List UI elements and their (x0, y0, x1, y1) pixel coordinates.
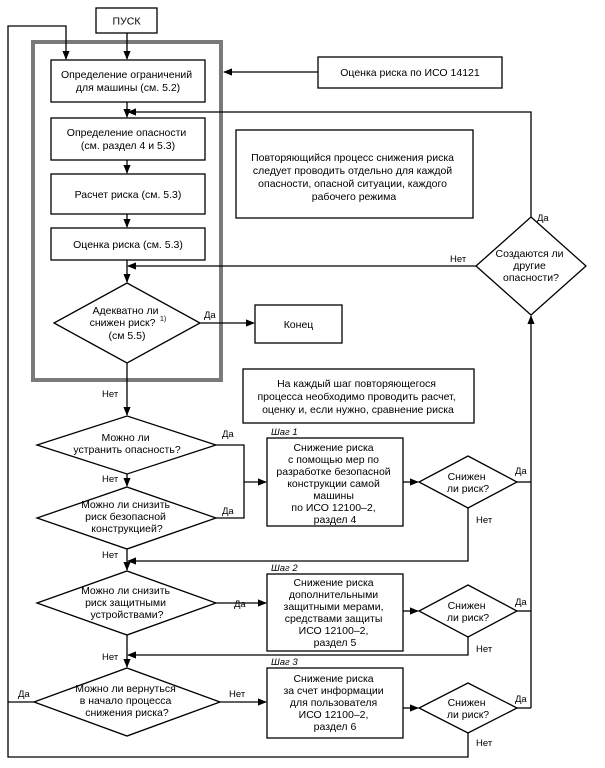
adequate-footnote-mark: 1) (160, 316, 166, 323)
step1-box (266, 437, 404, 527)
reduced1-label: Снижен ли риск? (447, 471, 489, 495)
edge-labels: Да Нет Да Нет Да Нет Да Нет Да Нет Да Не… (18, 213, 549, 749)
step-note-box (242, 368, 475, 424)
step3-label: Снижение риска за счет информации для по… (283, 673, 386, 733)
node-labels: ПУСК Определение ограничений для машины … (61, 16, 567, 734)
new-hazards-decision (475, 216, 587, 316)
design-no-label: Нет (102, 550, 119, 561)
calc-label: Расчет риска (см. 5.3) (75, 189, 182, 201)
evaluate-label: Оценка риска (см. 5.3) (73, 239, 183, 251)
edge-reduced1-no (127, 508, 469, 565)
adequate-no-label: Нет (102, 389, 119, 400)
step3-heading: Шаг 3 (271, 657, 298, 668)
reduced3-label: Снижен ли риск? (447, 697, 489, 721)
edge-design-yes (216, 482, 245, 519)
reduced3-no-label: Нет (476, 738, 493, 749)
step2-heading: Шаг 2 (271, 563, 298, 574)
reduced2-yes-label: Да (515, 597, 527, 608)
reduced2-no-label: Нет (476, 644, 493, 655)
reduced2-label: Снижен ли риск? (447, 600, 489, 624)
step3-box (266, 667, 404, 739)
iterative-note-label: Повторяющийся процесс снижения риска сле… (251, 152, 457, 203)
step1-label: Снижение риска с помощью мер по разработ… (276, 442, 393, 526)
limits-box (50, 59, 206, 103)
iso14121-label: Оценка риска по ИСО 14121 (340, 67, 480, 79)
reduced1-no-label: Нет (476, 515, 493, 526)
return-no-label: Нет (229, 689, 246, 700)
step2-label: Снижение риска дополнительными защитными… (284, 577, 387, 649)
design-yes-label: Да (222, 506, 234, 517)
edge-eliminate-yes (216, 444, 267, 486)
new-hazards-yes-label: Да (537, 213, 549, 224)
return-decision (32, 667, 222, 737)
calc-box (50, 173, 206, 215)
return-label: Можно ли вернуться в начало процесса сни… (75, 683, 178, 719)
step-note-label: На каждый шаг повторяющегося процесса не… (257, 378, 458, 416)
guards-label: Можно ли снизить риск защитными устройст… (81, 585, 173, 621)
edge-reduced3-no (7, 702, 469, 758)
adequate-yes-label: Да (204, 310, 216, 321)
guards-no-label: Нет (102, 652, 119, 663)
start-label: ПУСК (113, 16, 142, 28)
reduced1-yes-label: Да (515, 466, 527, 477)
hazard-label: Определение опасности (см. раздел 4 и 5.… (67, 127, 189, 152)
new-hazards-label: Создаются ли другие опасности? (496, 248, 567, 284)
new-hazards-no-label: Нет (450, 254, 467, 265)
edge-return-yes-loop (7, 25, 70, 703)
edge-reduced2-no (127, 637, 469, 659)
eliminate-no-label: Нет (102, 474, 119, 485)
adequate-label: Адекватно ли снижен риск? (см 5.5) (90, 305, 162, 342)
iterative-note-box (235, 129, 474, 219)
reduced3-yes-label: Да (515, 694, 527, 705)
design-label: Можно ли снизить риск безопасной констру… (81, 499, 173, 535)
end-box (254, 304, 343, 344)
hazard-box (50, 117, 206, 161)
guards-yes-label: Да (234, 599, 246, 610)
iso14121-box (317, 56, 503, 89)
evaluate-box (50, 227, 206, 261)
step2-box (266, 573, 404, 652)
step1-heading: Шаг 1 (271, 427, 298, 438)
limits-label: Определение ограничений для машины (см. … (61, 69, 195, 94)
end-label: Конец (284, 319, 314, 331)
eliminate-label: Можно ли устранить опасность? (73, 432, 181, 456)
eliminate-yes-label: Да (222, 429, 234, 440)
return-yes-label: Да (18, 689, 30, 700)
edge-new-hazards-yes (127, 108, 532, 217)
